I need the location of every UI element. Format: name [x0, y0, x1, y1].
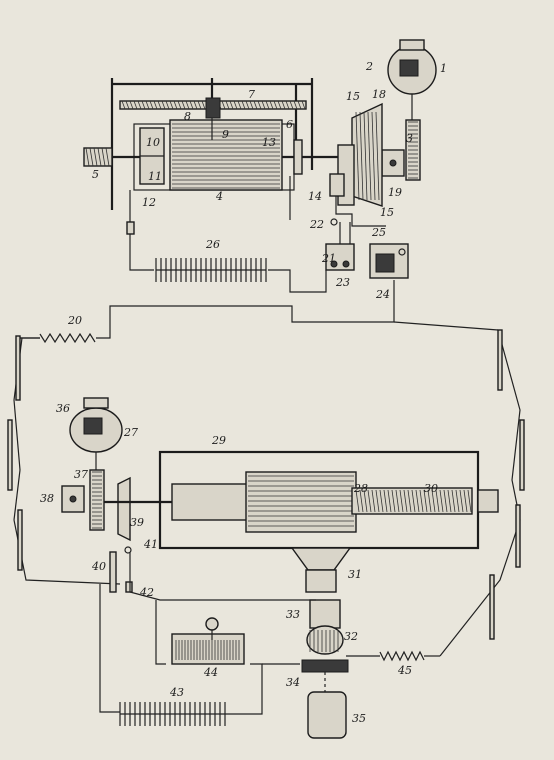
label-28: 28 — [353, 482, 368, 495]
friction-disk-18 — [329, 102, 386, 227]
label-15a: 15 — [346, 90, 360, 103]
motor-1 — [381, 39, 437, 181]
label-19: 19 — [388, 186, 402, 199]
label-15b: 15 — [380, 206, 394, 219]
top-frame — [110, 78, 314, 210]
resistor-26 — [129, 234, 327, 293]
lead-screw-7 — [119, 97, 307, 119]
label-9: 9 — [222, 128, 229, 141]
relay-23-24 — [325, 218, 409, 279]
label-24: 24 — [375, 288, 390, 301]
label-4: 4 — [215, 190, 223, 203]
label-21: 21 — [321, 252, 336, 265]
label-13: 13 — [262, 136, 276, 149]
label-29: 29 — [211, 434, 226, 447]
switch-40-42 — [99, 546, 316, 713]
tank-29 — [158, 450, 499, 571]
resistor-43 — [119, 702, 228, 726]
label-22: 22 — [309, 218, 324, 231]
label-33: 33 — [286, 608, 300, 621]
label-14: 14 — [308, 190, 322, 203]
label-45: 45 — [397, 664, 412, 677]
label-40: 40 — [91, 560, 106, 573]
label-7: 7 — [248, 88, 255, 101]
label-11: 11 — [148, 170, 162, 183]
label-31: 31 — [348, 568, 362, 581]
label-1: 1 — [440, 62, 447, 75]
label-43: 43 — [169, 686, 184, 699]
label-44: 44 — [203, 666, 218, 679]
label-41: 41 — [143, 538, 158, 551]
label-32: 32 — [344, 630, 358, 643]
drum-4 — [133, 118, 295, 191]
label-6: 6 — [286, 118, 293, 131]
label-42: 42 — [139, 586, 154, 599]
label-27: 27 — [123, 426, 138, 439]
shaft-5 — [83, 147, 340, 235]
label-38: 38 — [40, 492, 54, 505]
label-12: 12 — [142, 196, 156, 209]
label-34: 34 — [286, 676, 300, 689]
label-18: 18 — [372, 88, 386, 101]
pump-31-34 — [301, 569, 349, 739]
label-37: 37 — [74, 468, 88, 481]
label-26: 26 — [205, 238, 220, 251]
middle-wiring — [7, 280, 525, 657]
coil-45 — [346, 650, 440, 662]
rheostat-44 — [155, 600, 300, 715]
label-20: 20 — [67, 314, 82, 327]
motor-27 — [61, 397, 176, 542]
label-30: 30 — [424, 482, 438, 495]
label-5: 5 — [92, 168, 99, 181]
label-36: 36 — [56, 402, 70, 415]
label-39: 39 — [130, 516, 144, 529]
gear-13 — [289, 139, 303, 220]
label-23: 23 — [335, 276, 350, 289]
label-8: 8 — [184, 110, 191, 123]
label-2: 2 — [365, 60, 373, 73]
label-3: 3 — [406, 132, 413, 145]
callout-labels: 1 2 3 4 5 6 7 8 9 10 11 12 13 14 15 15 1… — [40, 60, 447, 725]
label-10: 10 — [146, 136, 160, 149]
label-35: 35 — [352, 712, 366, 725]
label-25: 25 — [371, 226, 386, 239]
